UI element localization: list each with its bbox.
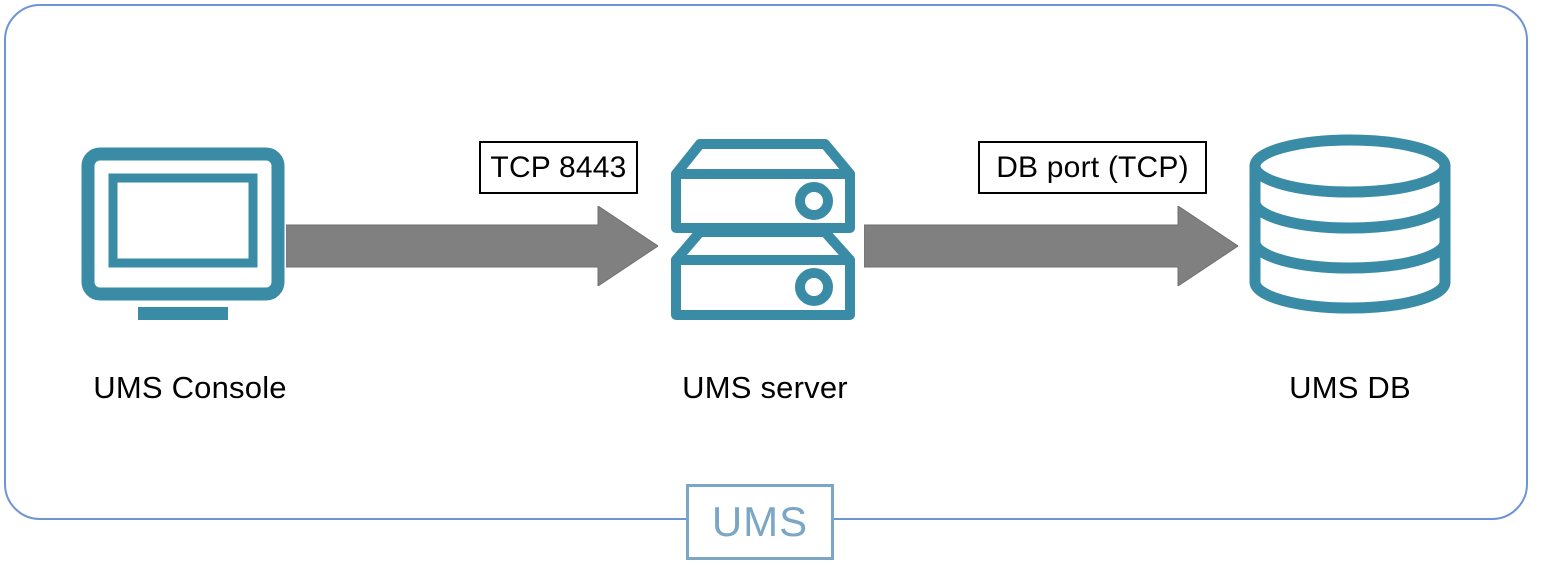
arrow-console-to-server	[285, 205, 659, 287]
node-ums-console[interactable]: UMS Console	[40, 140, 340, 430]
node-ums-server[interactable]: UMS server	[620, 130, 910, 430]
ums-badge-label: UMS	[711, 498, 809, 545]
server-rack-icon	[620, 130, 910, 340]
node-label-ums-db: UMS DB	[1289, 370, 1411, 405]
connection-label-console-to-server: TCP 8443	[479, 141, 638, 194]
monitor-icon	[40, 140, 340, 340]
node-ums-db[interactable]: UMS DB	[1215, 130, 1485, 430]
arrow-server-to-db	[863, 205, 1239, 287]
node-label-ums-console: UMS Console	[93, 370, 287, 405]
database-cylinder-icon	[1215, 130, 1485, 345]
node-label-ums-server: UMS server	[682, 370, 848, 405]
connection-label-server-to-db: DB port (TCP)	[978, 141, 1207, 194]
ums-badge: UMS	[686, 484, 834, 560]
